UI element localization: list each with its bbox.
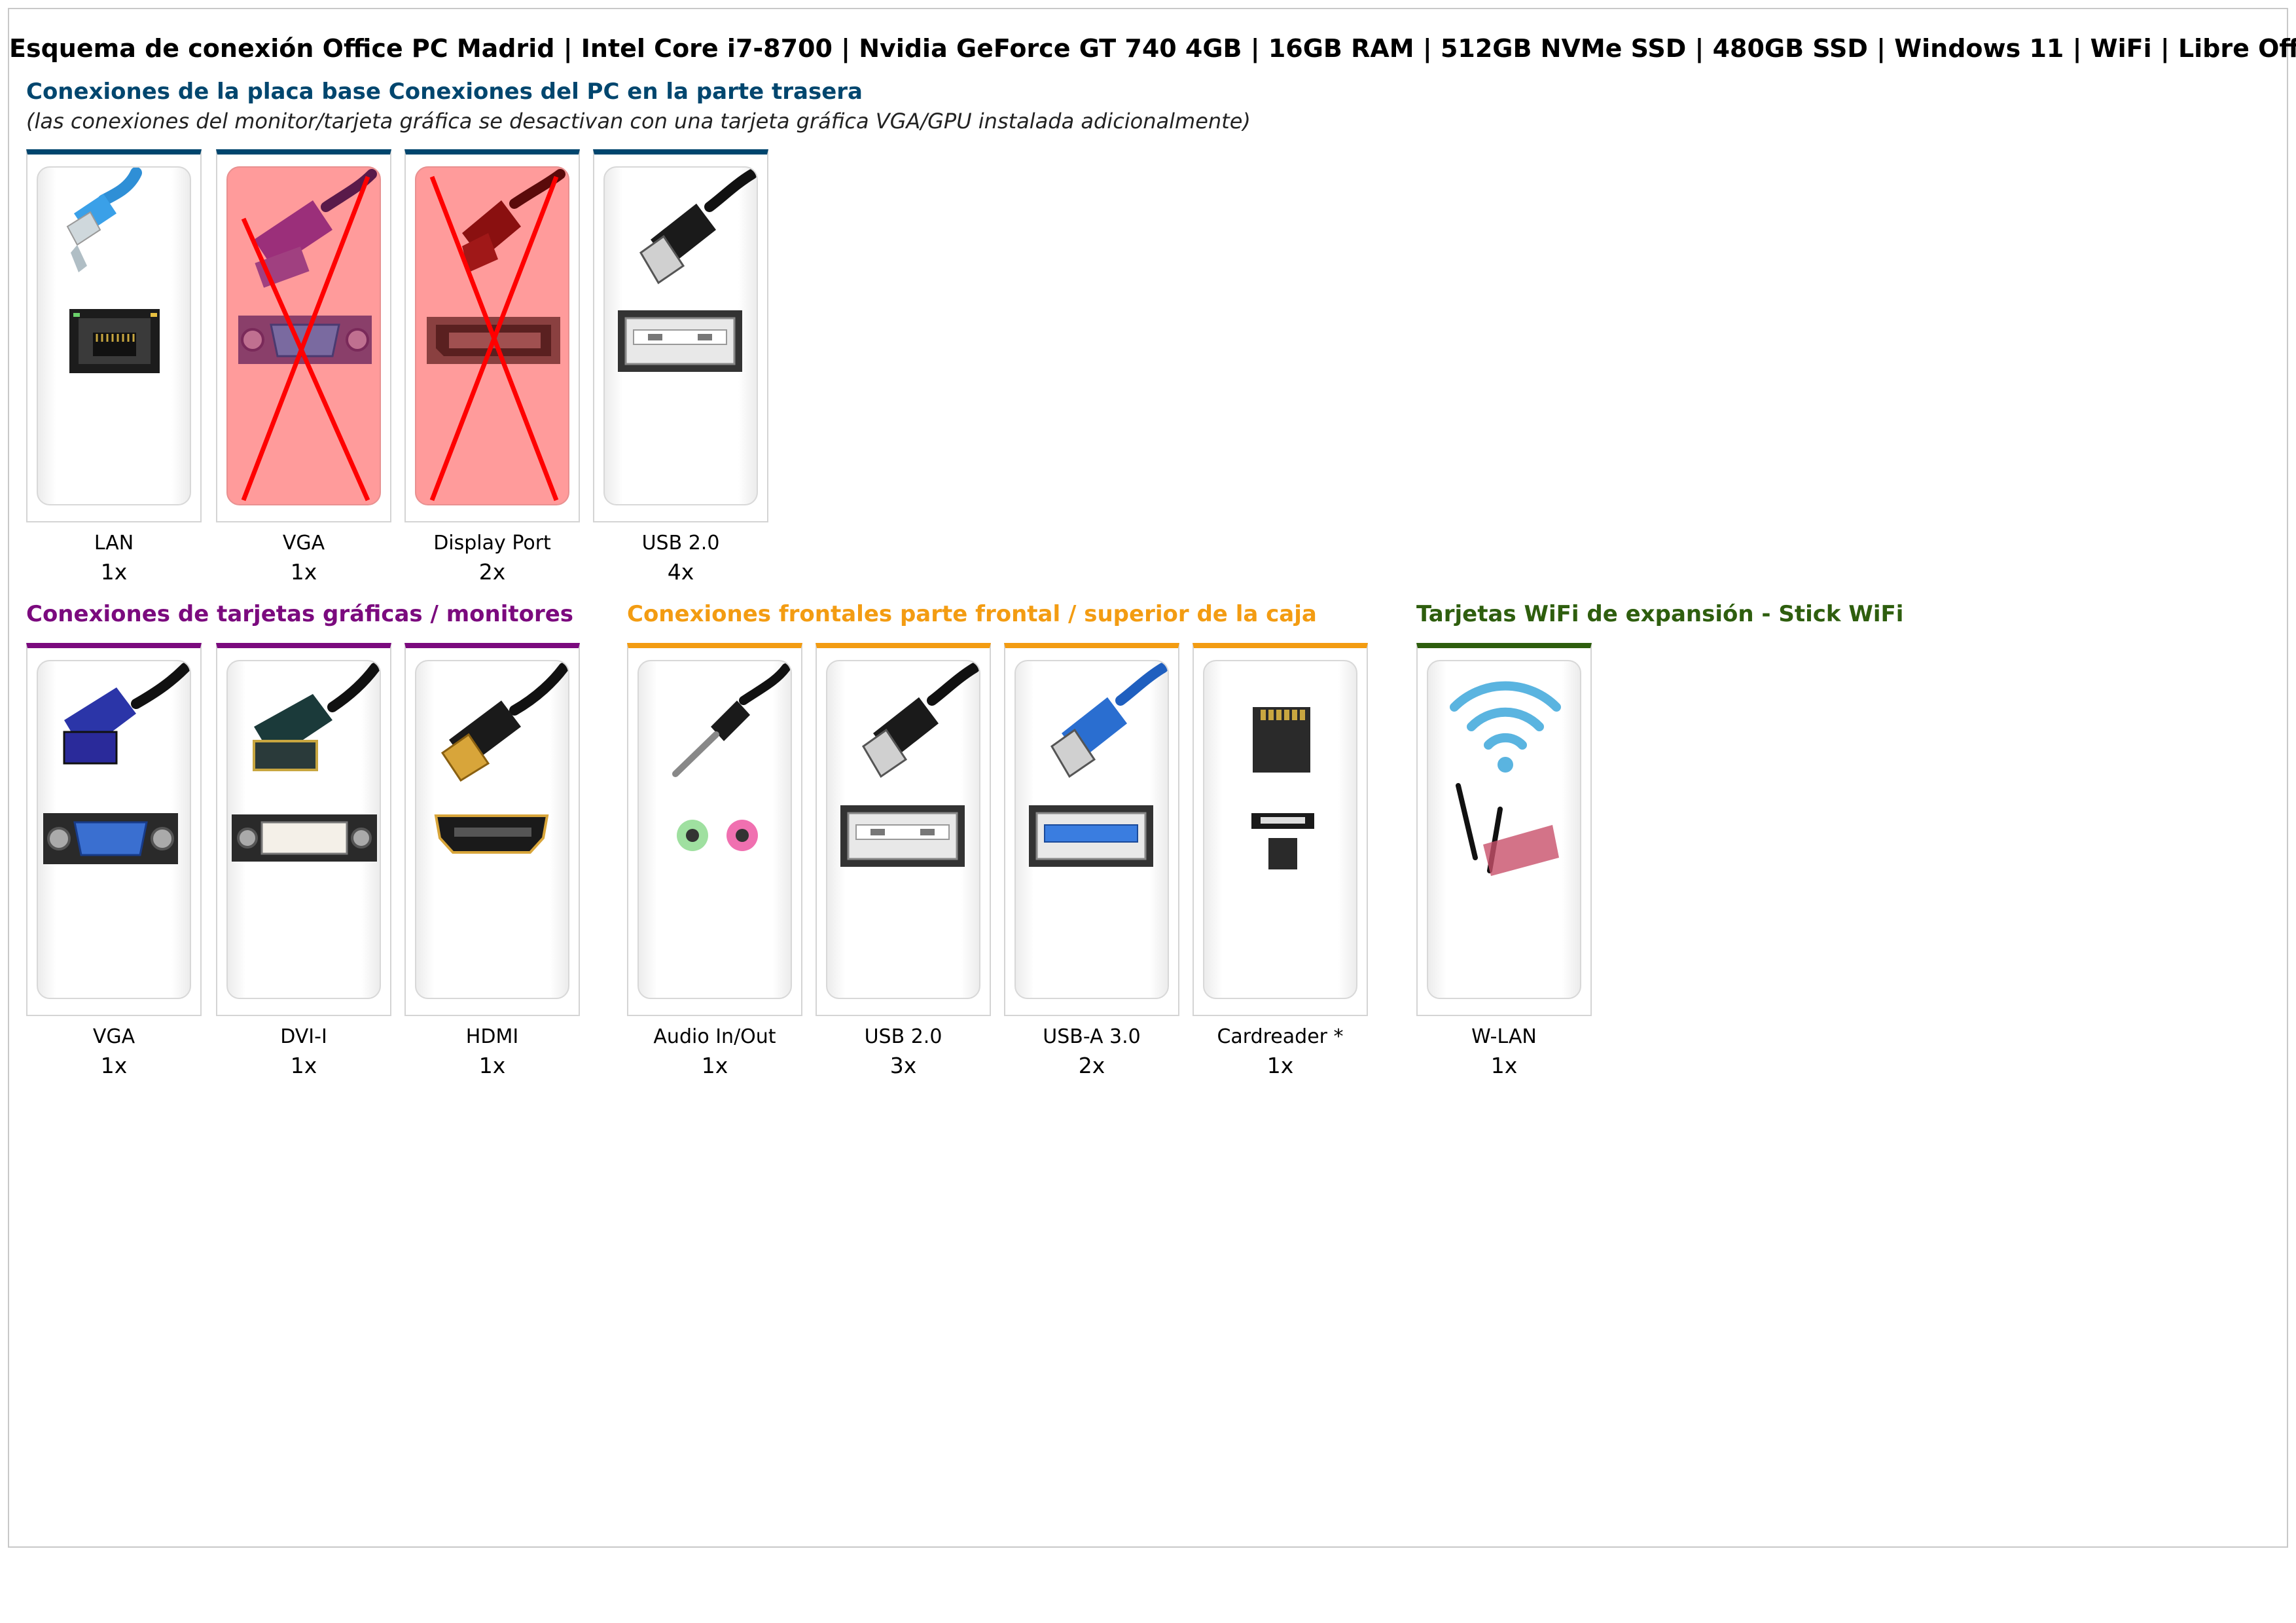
connector-label-usb2-board: USB 2.0: [641, 532, 720, 555]
connector-card-vga-gpu: [26, 643, 202, 1016]
connector-card-usb2-board: [593, 149, 768, 522]
connector-count-hdmi: 1x: [478, 1053, 506, 1078]
connector-count-wlan: 1x: [1490, 1053, 1518, 1078]
connector-count-vga-board: 1x: [290, 559, 317, 585]
connector-label-dvi: DVI-I: [280, 1025, 327, 1048]
connector-card-usb3: [1004, 643, 1179, 1016]
disabled-cross-icon: [241, 175, 370, 501]
connector-count-cardreader: 1x: [1266, 1053, 1294, 1078]
vga-icon: [43, 663, 190, 864]
connector-count-lan: 1x: [100, 559, 128, 585]
page-title: Esquema de conexión Office PC Madrid | I…: [9, 34, 2296, 63]
connector-label-audio: Audio In/Out: [653, 1025, 776, 1048]
connector-label-vga-board: VGA: [282, 532, 325, 555]
section-title-mainboard: Conexiones de la placa base Conexiones d…: [26, 79, 863, 105]
connector-count-dvi: 1x: [290, 1053, 317, 1078]
connector-label-hdmi: HDMI: [465, 1025, 519, 1048]
connector-label-wlan: W-LAN: [1471, 1025, 1537, 1048]
connector-card-dvi: [216, 643, 391, 1016]
hdmi-icon: [434, 663, 568, 854]
disabled-cross-icon: [429, 175, 559, 501]
connector-card-audio: [627, 643, 802, 1016]
connector-label-cardreader: Cardreader *: [1217, 1025, 1344, 1048]
connector-count-vga-gpu: 1x: [100, 1053, 128, 1078]
connector-count-displayport: 2x: [478, 559, 506, 585]
connector-label-usb2-front: USB 2.0: [864, 1025, 942, 1048]
connector-count-usb2-front: 3x: [889, 1053, 917, 1078]
connector-count-usb2-board: 4x: [667, 559, 694, 585]
connector-card-cardreader: [1193, 643, 1368, 1016]
connector-count-audio: 1x: [701, 1053, 728, 1078]
connector-label-displayport: Display Port: [433, 532, 551, 555]
connector-count-usb3: 2x: [1078, 1053, 1105, 1078]
section-title-wifi: Tarjetas WiFi de expansión - Stick WiFi: [1416, 601, 1904, 627]
connector-card-hdmi: [404, 643, 580, 1016]
dvi-icon: [232, 663, 380, 862]
wifi-antenna-icon: [1450, 681, 1561, 876]
connector-card-usb2-front: [816, 643, 991, 1016]
lan-icon: [66, 168, 160, 373]
connector-label-usb3: USB-A 3.0: [1043, 1025, 1141, 1048]
section-title-front: Conexiones frontales parte frontal / sup…: [627, 601, 1317, 627]
connector-card-displayport-disabled: [404, 149, 580, 522]
section-title-graphics: Conexiones de tarjetas gráficas / monito…: [26, 601, 574, 627]
connection-diagram-frame: Esquema de conexión Office PC Madrid | I…: [8, 8, 2296, 1548]
connector-card-wlan: [1416, 643, 1592, 1016]
usb3-icon: [1029, 663, 1168, 867]
connector-label-lan: LAN: [94, 532, 134, 555]
usb2-icon: [618, 169, 757, 372]
sd-card-icon: [1251, 707, 1314, 869]
usb2-icon: [840, 663, 979, 867]
connector-card-lan: [26, 149, 202, 522]
section-subtitle-mainboard: (las conexiones del monitor/tarjeta gráf…: [26, 109, 1251, 134]
connector-label-vga-gpu: VGA: [92, 1025, 135, 1048]
audio-jack-icon: [672, 663, 791, 851]
connector-card-vga-disabled: [216, 149, 391, 522]
